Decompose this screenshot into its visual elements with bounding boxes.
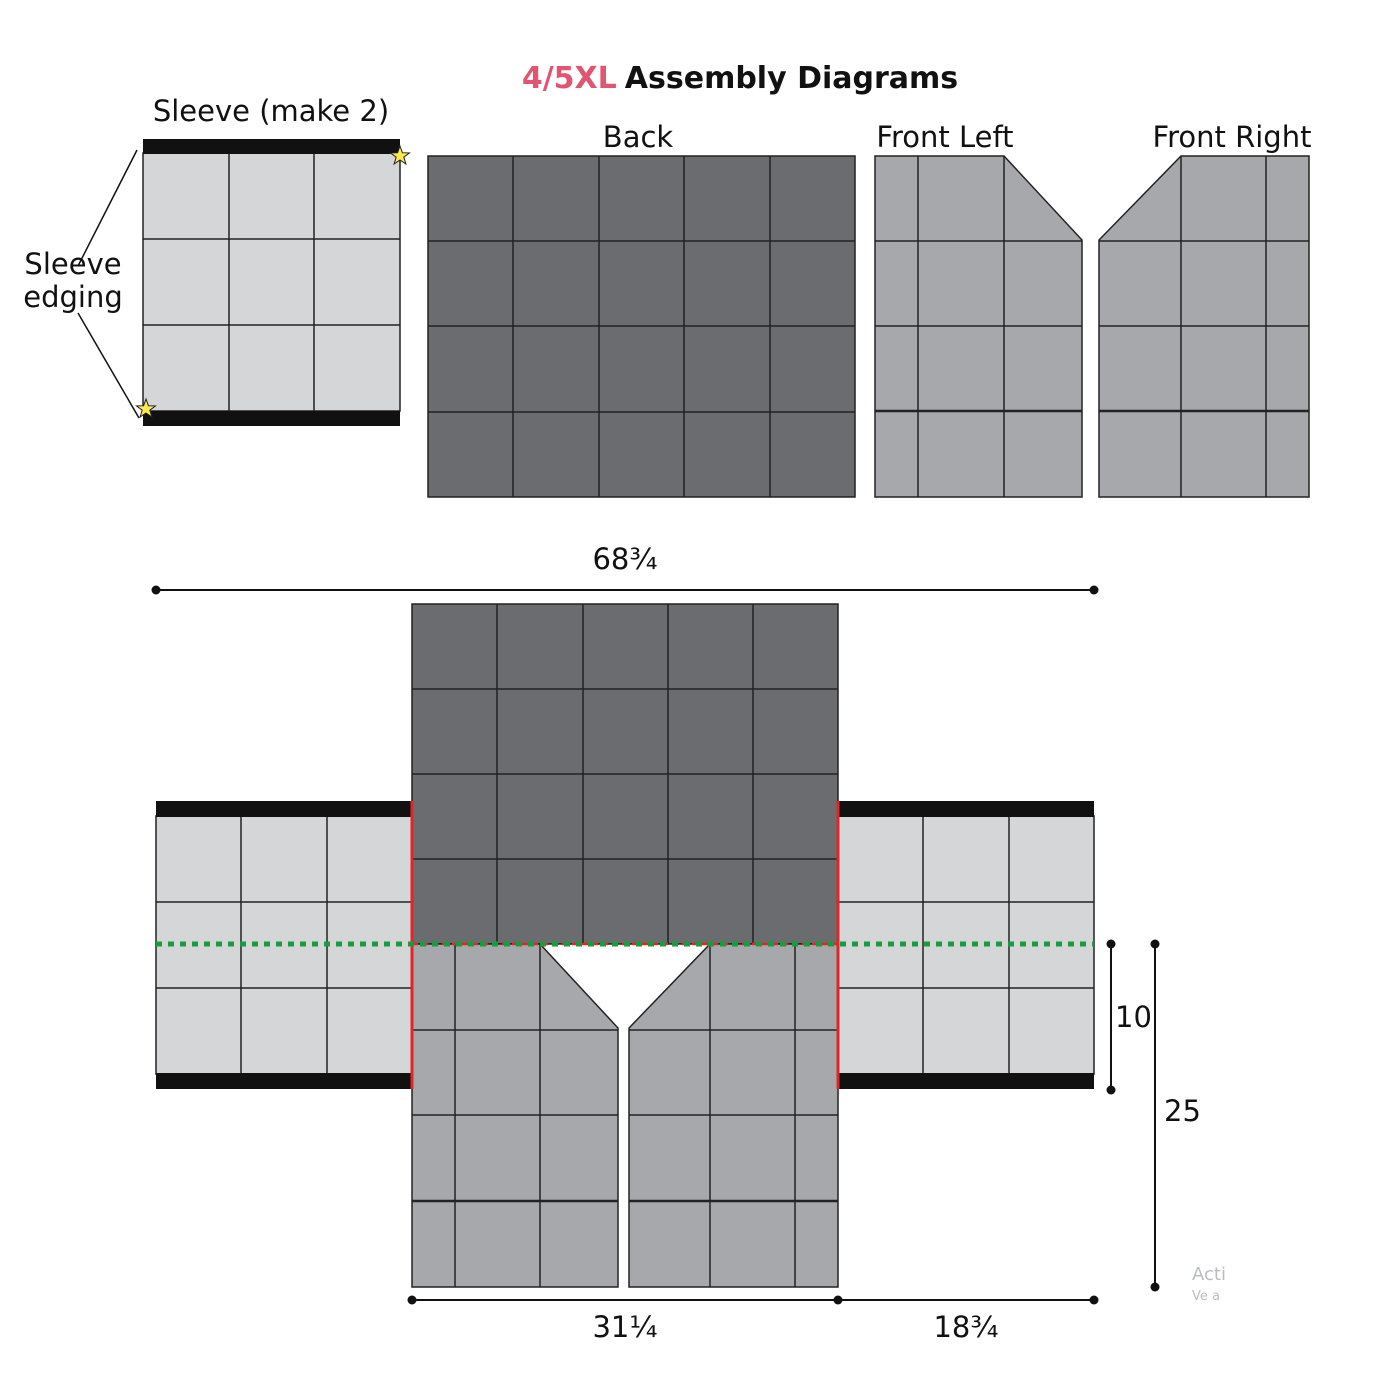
- back-label: Back: [603, 120, 674, 154]
- sleeve-edging-pointer-top: [77, 149, 138, 267]
- assembled-front-right: [628, 943, 839, 1288]
- body-width-dimension: 31¼: [407, 1295, 843, 1344]
- sleeve-edging-bottom: [143, 411, 400, 426]
- back-piece: [427, 155, 856, 498]
- left-sleeve-edging-bottom: [156, 1073, 412, 1089]
- front-right-label: Front Right: [1153, 120, 1312, 154]
- armhole-depth-dimension: 10: [1106, 939, 1152, 1095]
- body-width-value: 31¼: [592, 1310, 657, 1344]
- full-width-value: 68¾: [592, 542, 657, 576]
- full-width-dimension: 68¾: [151, 542, 1099, 595]
- sleeve-length-dimension: 18¾: [838, 1295, 1099, 1344]
- body-length-dimension: 25: [1150, 939, 1201, 1292]
- assembled-left-sleeve: [155, 801, 413, 1089]
- sleeve-edging-pointer-bottom: [77, 312, 140, 419]
- front-left-label: Front Left: [876, 120, 1013, 154]
- sleeve-piece: [135, 139, 411, 426]
- watermark-line1: Acti: [1192, 1264, 1226, 1285]
- armhole-depth-value: 10: [1115, 1000, 1152, 1034]
- watermark-line2: Ve a: [1192, 1289, 1220, 1304]
- front-right-piece: [1098, 155, 1310, 498]
- body-length-value: 25: [1164, 1094, 1201, 1128]
- star-icon: [389, 144, 411, 166]
- title-rest: Assembly Diagrams: [625, 61, 958, 96]
- title-size: 4/5XL: [522, 61, 617, 96]
- left-sleeve-edging-top: [156, 801, 412, 817]
- right-sleeve-edging-bottom: [838, 1073, 1094, 1089]
- right-sleeve-edging-top: [838, 801, 1094, 817]
- assembled-front-left: [411, 943, 619, 1288]
- assembled-back: [411, 603, 839, 945]
- sleeve-edging-top: [143, 139, 400, 154]
- sleeve-label: Sleeve (make 2): [153, 94, 389, 128]
- sleeve-length-value: 18¾: [933, 1310, 998, 1344]
- star-icon: [135, 397, 157, 419]
- front-left-piece: [874, 155, 1083, 498]
